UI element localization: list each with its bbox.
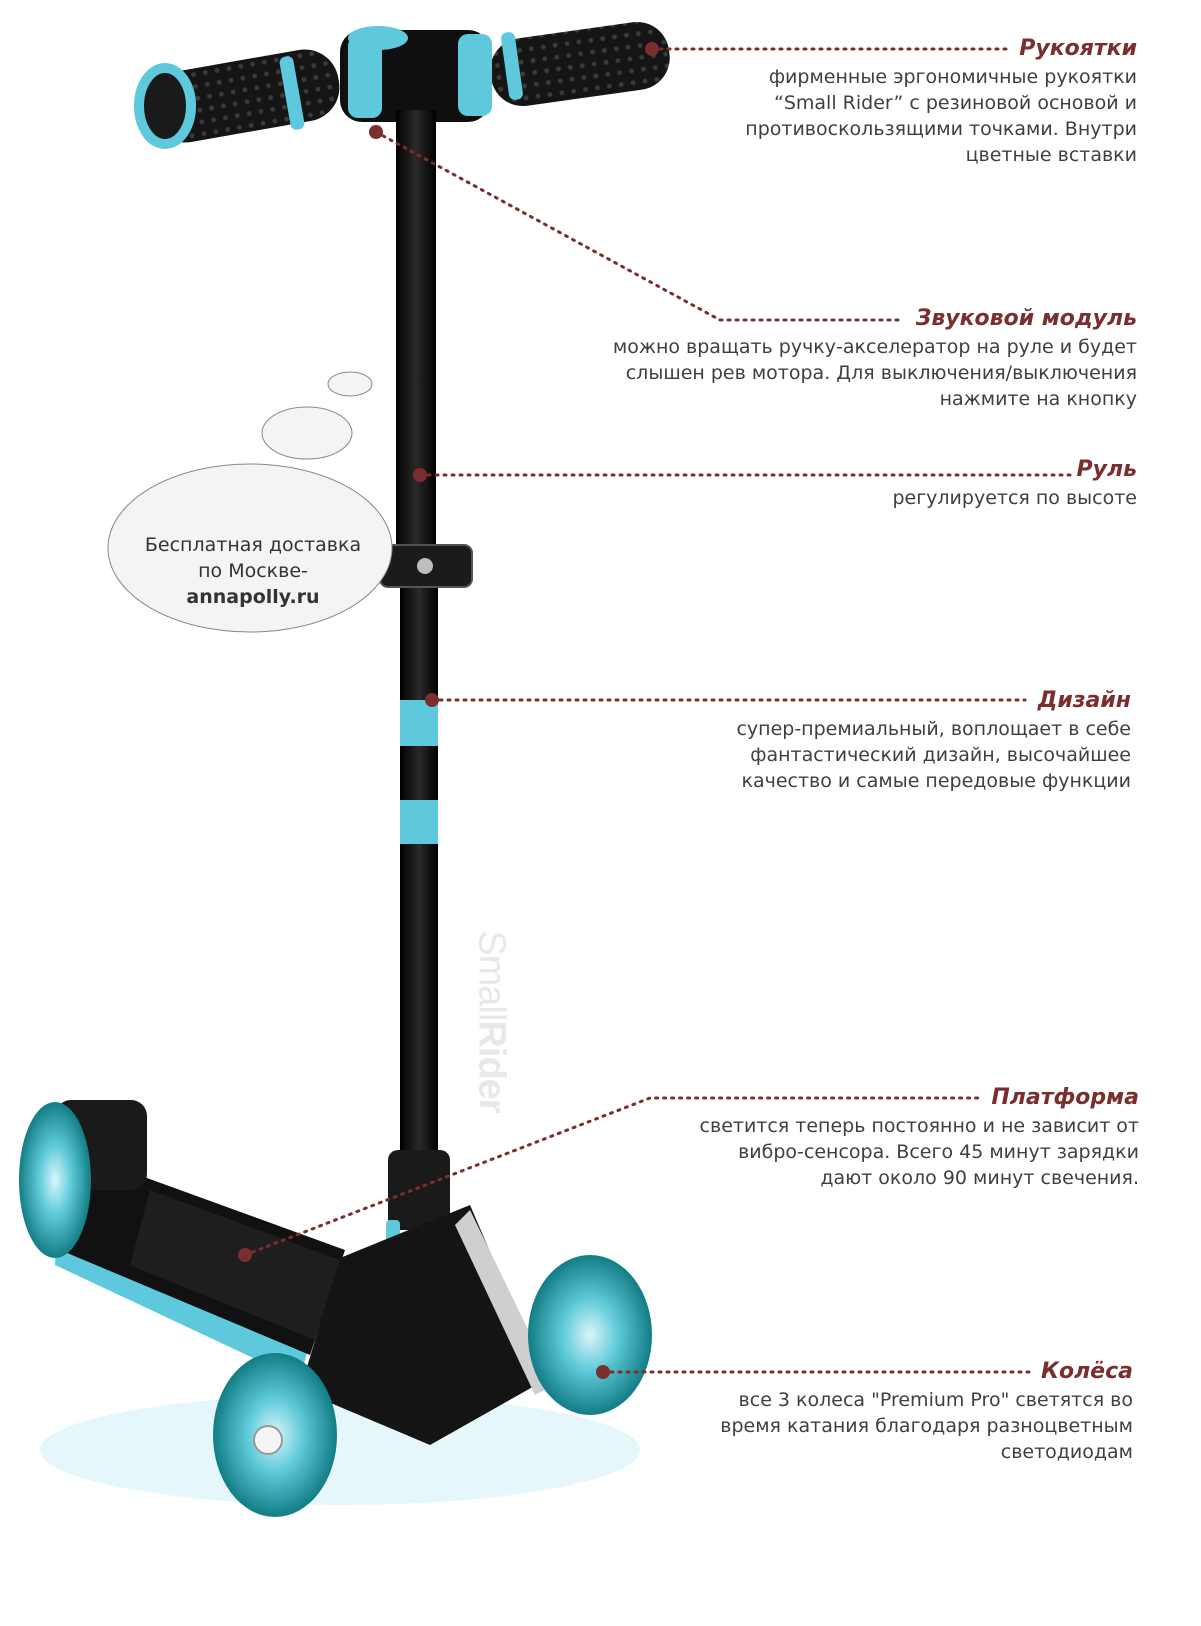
callout-sound-module: Звуковой модуль можно вращать ручку-аксе… (613, 306, 1137, 412)
leader-lines (243, 47, 1077, 1374)
marker-dot (425, 693, 439, 707)
right-grip (490, 21, 670, 107)
callout-description: фирменные эргономичные рукоятки “Small R… (745, 66, 1137, 166)
leader-line-sound (374, 130, 902, 322)
callout-grips: Рукоятки фирменные эргономичные рукоятки… (745, 36, 1137, 168)
callout-description: супер-премиальный, воплощает в себе фант… (736, 718, 1131, 792)
marker-dot (645, 42, 659, 56)
deck (55, 1100, 555, 1445)
marker-dot (596, 1365, 610, 1379)
callout-wheels: Колёса все 3 колеса "Premium Pro" светят… (720, 1359, 1133, 1465)
marker-dot (369, 125, 383, 139)
stem-stripe (400, 800, 438, 844)
callout-title: Колёса (1040, 1359, 1133, 1384)
leader-line-platform (243, 1096, 982, 1257)
callout-markers (238, 42, 659, 1379)
callout-description: светится теперь постоянно и не зависит о… (699, 1115, 1139, 1189)
callout-title: Дизайн (1037, 688, 1131, 713)
delivery-line-1: Бесплатная доставка (144, 534, 362, 556)
callout-description: регулируется по высоте (892, 487, 1137, 509)
marker-dot (413, 468, 427, 482)
delivery-note: Бесплатная доставка по Москве- annapolly… (118, 532, 388, 610)
callout-title: Рукоятки (1019, 36, 1137, 61)
callout-title: Платформа (991, 1085, 1139, 1110)
floor-glow (40, 1395, 640, 1505)
handlebar (134, 21, 670, 149)
callout-design: Дизайн супер-премиальный, воплощает в се… (736, 688, 1131, 794)
callout-title: Звуковой модуль (915, 306, 1137, 331)
delivery-line-2: по Москве- (198, 560, 308, 582)
brand-logo: SmallRider (470, 930, 513, 1113)
front-wheel-left (213, 1353, 337, 1517)
callout-description: можно вращать ручку-акселератор на руле … (612, 336, 1137, 410)
speech-bubble (107, 371, 393, 633)
stem-stripe (400, 700, 438, 746)
front-wheel-right (528, 1255, 652, 1415)
rear-wheel (19, 1102, 91, 1258)
site-link[interactable]: annapolly.ru (186, 586, 320, 608)
callout-platform: Платформа светится теперь постоянно и не… (700, 1085, 1139, 1191)
callout-description: все 3 колеса "Premium Pro" светятся во в… (720, 1389, 1133, 1463)
callout-title: Руль (1076, 457, 1138, 482)
marker-dot (238, 1248, 252, 1262)
left-grip-cap (134, 63, 196, 149)
stem (379, 110, 473, 1246)
callout-handlebar: Руль регулируется по высоте (892, 457, 1137, 511)
